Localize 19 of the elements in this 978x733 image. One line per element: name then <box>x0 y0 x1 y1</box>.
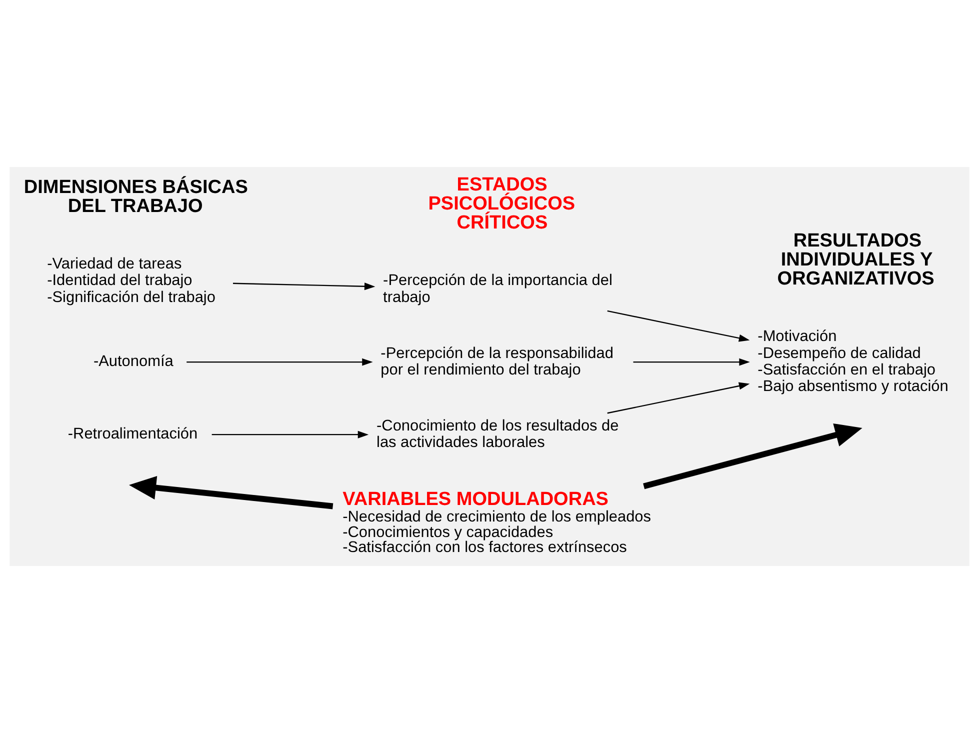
label: ESTADOS PSICOLÓGICOS CRÍTICOS <box>428 174 575 234</box>
arrow <box>642 423 862 490</box>
node-text: -Motivación -Desempeño de calidad -Satisfacción en el trabajo -Bajo absentismo y rotación <box>757 328 948 396</box>
arrow <box>632 358 750 366</box>
label: RESULTADOS INDIVIDUALES Y ORGANIZATIVOS <box>776 230 934 290</box>
node-text: -Percepción de la responsabilidad por el rendimiento del trabajo <box>380 344 613 378</box>
arrow <box>211 430 368 438</box>
arrow <box>232 282 375 290</box>
node-text: -Autonomía <box>92 353 173 370</box>
arrow <box>186 358 372 366</box>
arrow <box>606 310 750 342</box>
label: DIMENSIONES BÁSICAS DEL TRABAJO <box>23 176 248 217</box>
arrow <box>128 476 333 510</box>
node-text: -Conocimiento de los resultados de las actividades laborales <box>376 417 618 451</box>
node-text: -Retroalimentación <box>67 426 198 443</box>
arrow <box>606 382 750 414</box>
node-text: -Variedad de tareas -Identidad del trabajo -Significación del trabajo <box>46 256 215 306</box>
node-text: VARIABLES MODULADORAS -Necesidad de crecimiento de los empleados -Conocimientos y capacidades -Satisfacción con los factores extrínsecos <box>342 489 650 556</box>
node-text: -Percepción de la importancia del trabajo <box>382 272 612 306</box>
